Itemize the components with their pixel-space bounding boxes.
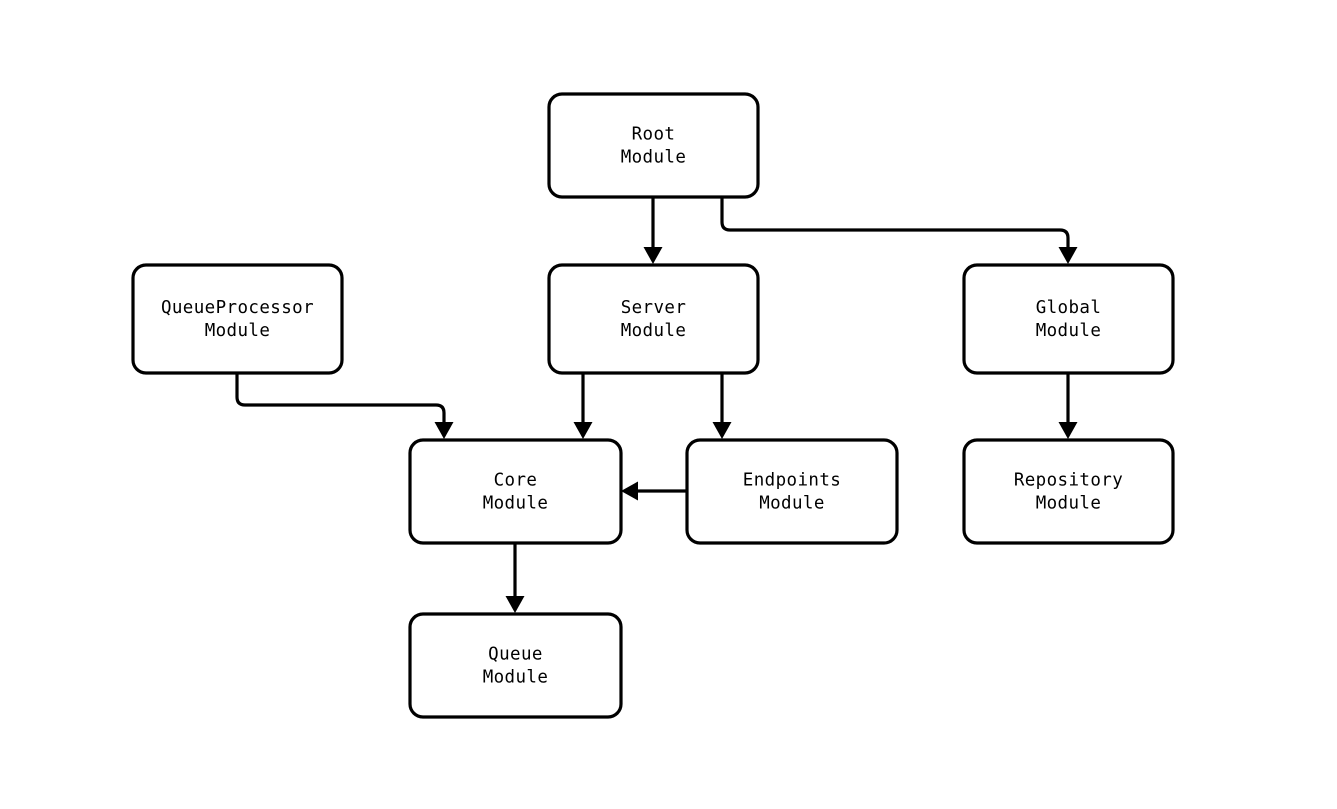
- edge-queueprocessor-to-core: [235, 373, 454, 439]
- node-label-line1: Root: [632, 125, 676, 145]
- node-label-line1: Core: [494, 471, 538, 491]
- node-label-line2: Module: [483, 668, 549, 688]
- node-label-line2: Module: [621, 148, 687, 168]
- arrowhead-icon: [621, 481, 638, 501]
- node-label-line1: Global: [1036, 298, 1102, 318]
- node-layer: RootModuleQueueProcessorModuleServerModu…: [131, 92, 1175, 719]
- arrowhead-icon: [1058, 247, 1078, 264]
- node-label-line1: Endpoints: [743, 471, 841, 491]
- arrowhead-icon: [643, 247, 663, 264]
- node-label-line1: QueueProcessor: [161, 298, 314, 318]
- edge-line: [720, 197, 1070, 253]
- edge-global-to-repository: [1058, 373, 1078, 439]
- arrowhead-icon: [434, 422, 454, 439]
- arrowhead-icon: [712, 422, 732, 439]
- node-box[interactable]: [547, 263, 760, 375]
- edge-endpoints-to-core: [621, 481, 687, 501]
- arrowhead-icon: [573, 422, 593, 439]
- node-label-line1: Server: [621, 298, 687, 318]
- node-label-line1: Queue: [488, 645, 543, 665]
- node-box[interactable]: [962, 438, 1175, 545]
- node-label-line2: Module: [1036, 321, 1102, 341]
- node-box[interactable]: [408, 612, 623, 719]
- edge-root-to-global: [720, 197, 1078, 264]
- node-box[interactable]: [408, 438, 623, 545]
- edge-core-to-queue: [505, 543, 525, 613]
- node-box[interactable]: [962, 263, 1175, 375]
- node-box[interactable]: [547, 92, 760, 199]
- node-label-line2: Module: [1036, 494, 1102, 514]
- edge-root-to-server: [643, 197, 663, 264]
- edge-line: [235, 373, 446, 428]
- arrowhead-icon: [505, 596, 525, 613]
- node-label-line2: Module: [483, 494, 549, 514]
- edge-server-to-core: [573, 373, 593, 439]
- arrowhead-icon: [1058, 422, 1078, 439]
- node-label-line1: Repository: [1014, 471, 1123, 491]
- node-label-line2: Module: [621, 321, 687, 341]
- node-box[interactable]: [685, 438, 899, 545]
- edge-layer: [235, 197, 1078, 613]
- node-label-line2: Module: [759, 494, 825, 514]
- node-box[interactable]: [131, 263, 344, 375]
- edge-server-to-endpoints: [712, 373, 732, 439]
- node-label-line2: Module: [205, 321, 271, 341]
